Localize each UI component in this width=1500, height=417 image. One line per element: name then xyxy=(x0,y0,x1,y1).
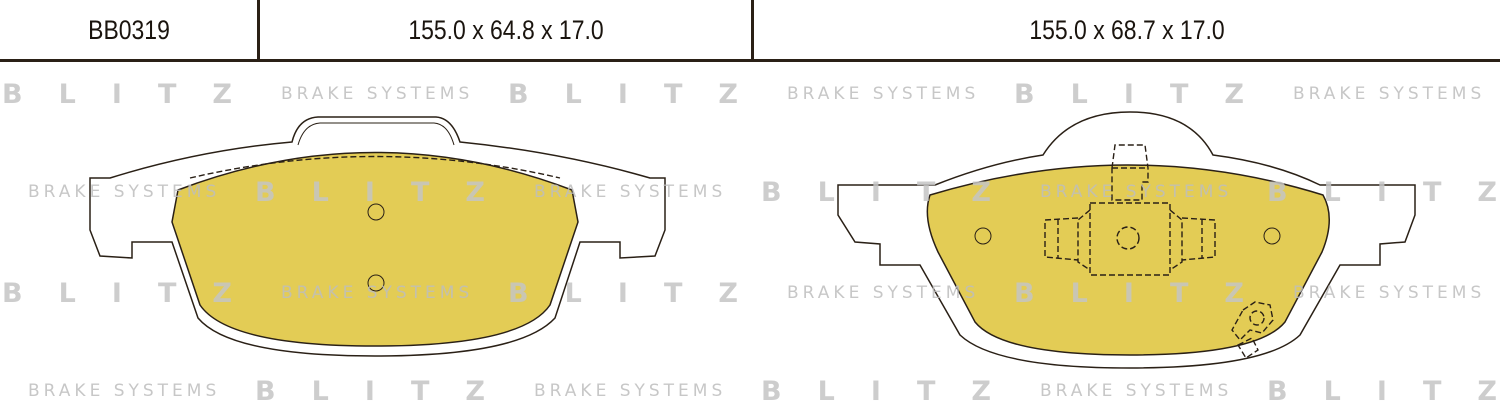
watermark-tagline: BRAKE SYSTEMS xyxy=(534,182,726,202)
watermark-brand: B L I T Z xyxy=(761,376,991,407)
part-number: BB0319 xyxy=(88,14,170,45)
watermark-tagline: BRAKE SYSTEMS xyxy=(281,84,473,104)
divider xyxy=(257,0,260,60)
watermark-brand: B L I T Z xyxy=(1014,79,1244,110)
left-pad-chamfer-line xyxy=(189,155,561,179)
watermark-layer: B L I T Z BRAKE SYSTEMS B L I T Z BRAKE SYS… xyxy=(2,79,1497,407)
left-pad-hole-icon xyxy=(367,203,385,221)
left-pad-inner-edge xyxy=(297,122,455,146)
watermark-brand: B L I T Z xyxy=(761,177,991,208)
dimensions-left-pad: 155.0 x 64.8 x 17.0 xyxy=(408,14,604,45)
right-pad-friction-material xyxy=(926,164,1330,356)
watermark-brand: B L I T Z xyxy=(1267,376,1497,407)
watermark-tagline: BRAKE SYSTEMS xyxy=(1040,381,1232,401)
watermark-tagline: BRAKE SYSTEMS xyxy=(28,182,220,202)
header-underline xyxy=(0,59,1500,62)
watermark-tagline: BRAKE SYSTEMS xyxy=(534,381,726,401)
watermark-tagline: BRAKE SYSTEMS xyxy=(28,381,220,401)
left-pad-friction-material xyxy=(171,151,579,347)
watermark-brand: B L I T Z xyxy=(2,278,232,309)
watermark-tagline: BRAKE SYSTEMS xyxy=(1293,283,1485,303)
watermark-tagline: BRAKE SYSTEMS xyxy=(1293,84,1485,104)
watermark-brand: B L I T Z xyxy=(1267,177,1497,208)
watermark-brand: B L I T Z xyxy=(508,278,738,309)
watermark-tagline: BRAKE SYSTEMS xyxy=(281,283,473,303)
watermark-tagline: BRAKE SYSTEMS xyxy=(1040,182,1232,202)
watermark-brand: B L I T Z xyxy=(508,79,738,110)
watermark-tagline: BRAKE SYSTEMS xyxy=(787,84,979,104)
right-brake-pad xyxy=(837,111,1416,369)
left-pad-hole-icon xyxy=(367,274,385,292)
left-brake-pad xyxy=(89,116,666,357)
caliper-piston-outline xyxy=(1044,144,1216,276)
watermark-brand: B L I T Z xyxy=(2,79,232,110)
dimensions-right-pad: 155.0 x 68.7 x 17.0 xyxy=(1029,14,1225,45)
right-pad-hole-icon xyxy=(974,227,992,245)
watermark-brand: B L I T Z xyxy=(255,177,485,208)
right-pad-hole-icon xyxy=(1263,227,1281,245)
watermark-tagline: BRAKE SYSTEMS xyxy=(787,283,979,303)
wear-sensor-icon xyxy=(1231,301,1274,359)
watermark-brand: B L I T Z xyxy=(255,376,485,407)
divider xyxy=(751,0,754,60)
watermark-brand: B L I T Z xyxy=(1014,278,1244,309)
